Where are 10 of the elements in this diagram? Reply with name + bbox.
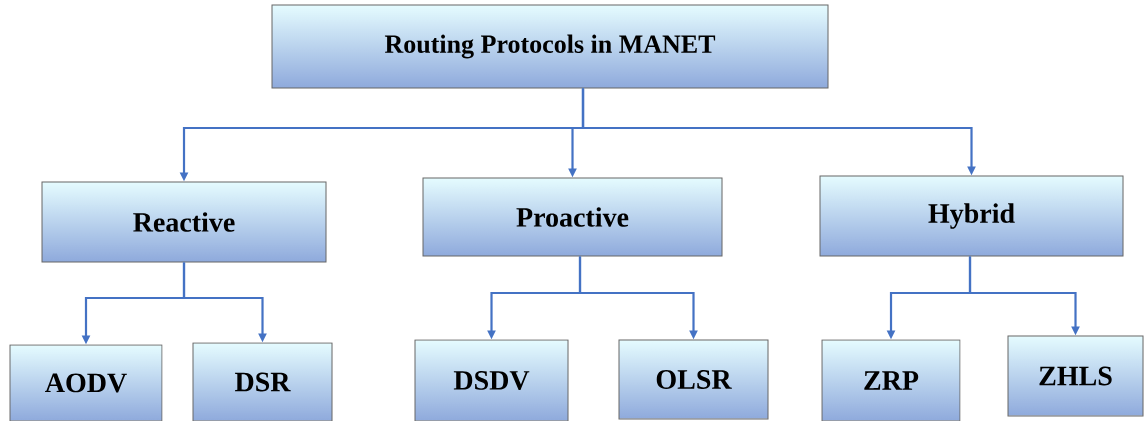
process-box: Reactive xyxy=(41,181,327,263)
process-box: OLSR xyxy=(618,339,769,420)
process-box: ZHLS xyxy=(1007,335,1144,417)
process-box: Proactive xyxy=(422,177,723,257)
process-box: Routing Protocols in MANET xyxy=(271,4,829,89)
process-box: DSDV xyxy=(414,339,569,421)
process-box: ZRP xyxy=(821,339,961,421)
process-box: DSR xyxy=(192,342,333,421)
process-box: Hybrid xyxy=(819,175,1124,257)
process-box: AODV xyxy=(9,344,163,421)
